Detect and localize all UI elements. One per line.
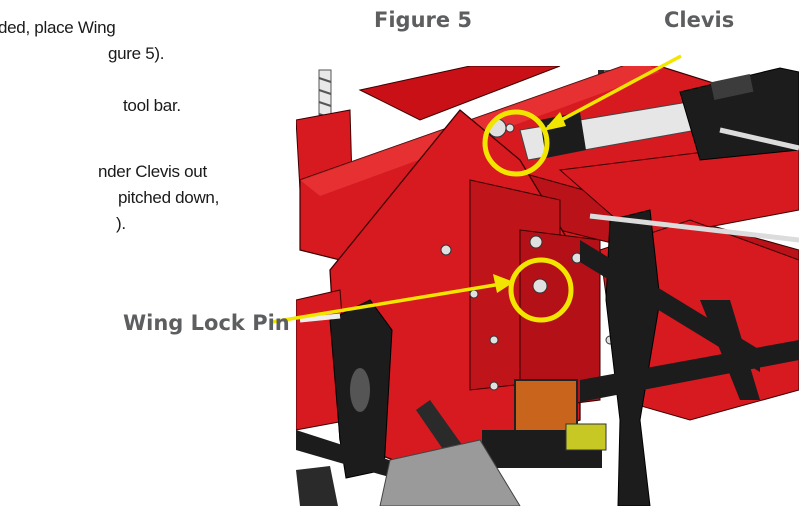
hydraulic-cylinder — [519, 67, 799, 161]
yellow-reflector — [565, 423, 607, 451]
pin-leader-line — [271, 281, 508, 324]
figure-title: Figure 5 — [374, 8, 473, 32]
clevis-leader-line — [547, 54, 682, 129]
instruction-line: ded, place Wing — [0, 18, 116, 37]
instruction-line: gure 5). — [108, 44, 165, 63]
callout-overlay — [271, 54, 682, 324]
instruction-line: nder Clevis out — [98, 162, 207, 181]
clevis-arrowhead — [543, 112, 566, 131]
pin-highlight-circle — [508, 257, 574, 323]
instruction-line: pitched down, — [118, 188, 220, 207]
clevis-highlight-circle — [482, 109, 550, 177]
wing-lock-pin-label: Wing Lock Pin — [123, 311, 290, 335]
instruction-text: ded, place Wing gure 5). tool bar. nder … — [0, 0, 250, 506]
machine-drawing — [296, 66, 799, 506]
clevis-label: Clevis — [664, 8, 735, 32]
instruction-line: tool bar. — [123, 96, 181, 115]
instruction-line: ). — [116, 214, 126, 233]
pin-arrowhead — [493, 274, 514, 293]
